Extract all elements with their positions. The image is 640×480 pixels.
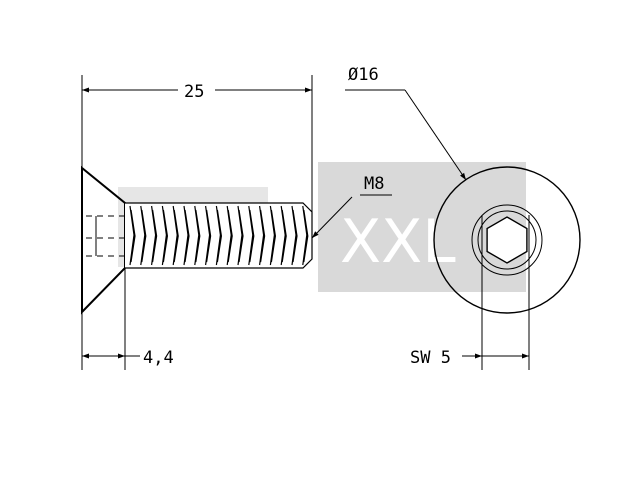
- hex-socket: [486, 216, 528, 264]
- length-label: 25: [184, 82, 204, 102]
- thread-crest: [280, 205, 287, 266]
- thread-crest: [205, 205, 212, 266]
- socket-size-label: SW 5: [410, 348, 451, 368]
- head-outline-circle: [433, 166, 581, 314]
- diameter-callout: Ø16: [345, 65, 467, 181]
- thread-crest: [237, 205, 244, 266]
- thread-crest: [215, 205, 223, 266]
- thread-crest: [269, 205, 277, 266]
- thread-crest: [129, 205, 136, 266]
- screw-top-view: [433, 166, 581, 314]
- thread-crest: [161, 205, 169, 266]
- thread-label: M8: [364, 174, 384, 194]
- screw-shank: [125, 202, 313, 269]
- socket-size-dimension: SW 5: [410, 215, 530, 370]
- thread-crest: [151, 205, 158, 266]
- head-height-dimension: 4,4: [81, 268, 174, 370]
- thread-crest: [248, 205, 255, 266]
- thread-crest: [302, 205, 309, 266]
- callout-leader: [311, 196, 353, 239]
- thread-crest: [226, 205, 233, 266]
- diameter-leader: [404, 89, 467, 181]
- thread-crest: [259, 205, 266, 266]
- thread-crest: [172, 205, 179, 266]
- thread-crest: [183, 205, 190, 266]
- socket-outer-circle: [471, 204, 543, 276]
- thread-lines: [129, 205, 309, 266]
- thread-crest: [140, 205, 147, 266]
- screw-side-view: [81, 165, 313, 315]
- thread-crest: [194, 205, 201, 266]
- thread-crest: [291, 205, 298, 266]
- diameter-label: Ø16: [348, 65, 379, 85]
- socket-inner-circle: [477, 210, 537, 270]
- thread-callout: M8: [311, 174, 392, 239]
- length-dimension: 25: [81, 75, 313, 212]
- head-height-label: 4,4: [143, 348, 174, 368]
